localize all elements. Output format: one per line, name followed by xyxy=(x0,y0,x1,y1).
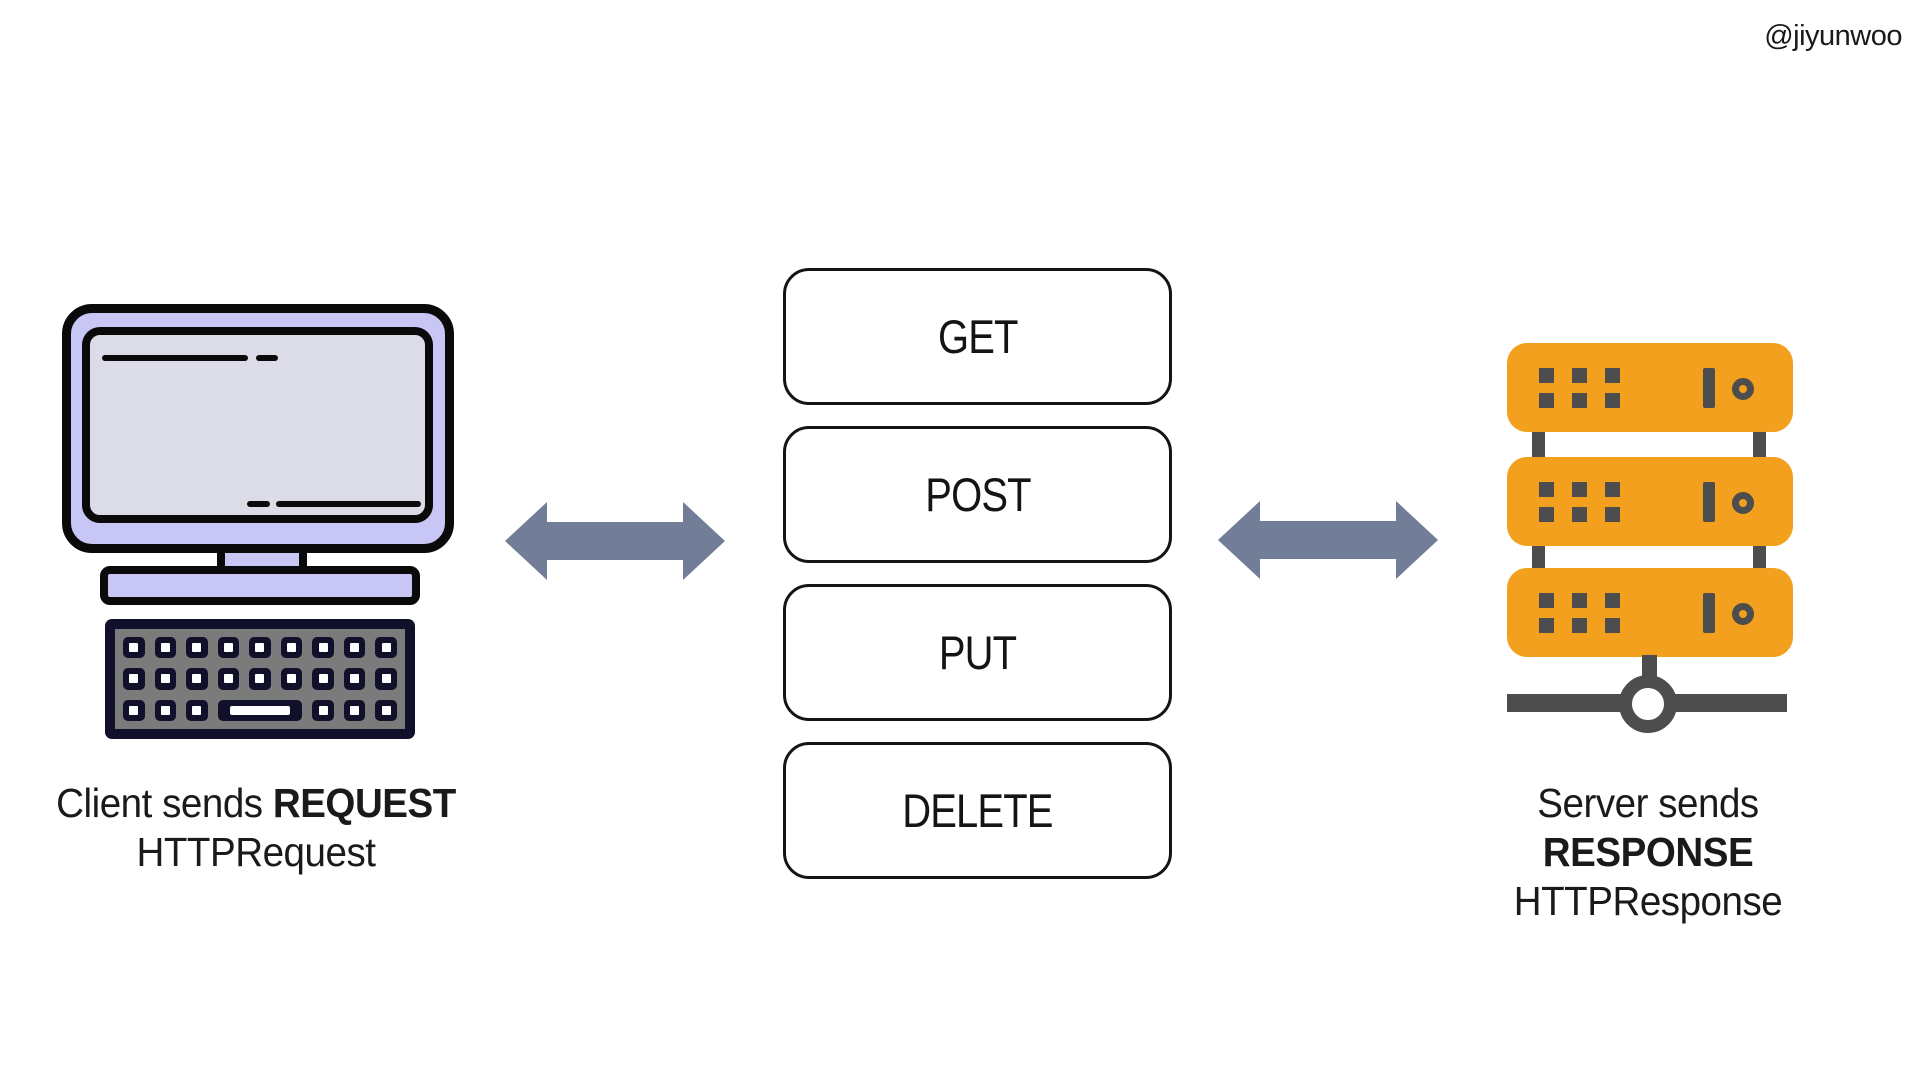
keyboard-key xyxy=(312,668,334,690)
server-slot xyxy=(1703,368,1715,408)
keyboard-key xyxy=(249,637,271,659)
vent-square xyxy=(1572,393,1587,408)
keyboard-key xyxy=(375,668,397,690)
network-node-circle xyxy=(1619,675,1677,733)
network-stem xyxy=(1642,655,1657,681)
keyboard-key xyxy=(375,637,397,659)
keyboard-key xyxy=(123,668,145,690)
method-box-put: PUT xyxy=(783,584,1172,721)
vent-square xyxy=(1539,507,1554,522)
vent-square xyxy=(1539,593,1554,608)
server-rack-icon xyxy=(1507,343,1793,733)
screen-text-line xyxy=(276,501,421,507)
server-slot xyxy=(1703,482,1715,522)
vent-square xyxy=(1572,618,1587,633)
method-box-get: GET xyxy=(783,268,1172,405)
server-vents xyxy=(1539,593,1620,633)
client-caption-bold: REQUEST xyxy=(272,780,456,826)
vent-square xyxy=(1539,618,1554,633)
keyboard-icon xyxy=(105,619,415,739)
keyboard-key xyxy=(343,637,366,659)
server-caption-line2: HTTPResponse xyxy=(1513,878,1783,924)
monitor-bezel xyxy=(62,304,454,553)
vent-square xyxy=(1539,393,1554,408)
server-caption: Server sends RESPONSE HTTPResponse xyxy=(1432,779,1864,926)
keyboard-key xyxy=(154,699,177,721)
double-arrow-icon xyxy=(505,502,725,580)
method-label-put: PUT xyxy=(938,626,1017,679)
keyboard-key xyxy=(217,668,240,690)
keyboard-key xyxy=(343,668,366,690)
vent-square xyxy=(1539,482,1554,497)
monitor-screen xyxy=(82,327,433,523)
method-label-get: GET xyxy=(937,310,1018,363)
keyboard-key xyxy=(154,668,177,690)
monitor-stand-base xyxy=(100,566,420,605)
server-caption-normal: Server sends xyxy=(1537,780,1759,826)
keyboard-key xyxy=(186,637,208,659)
client-caption-line2: HTTPRequest xyxy=(136,829,376,875)
server-unit xyxy=(1507,343,1793,432)
keyboard-spacebar xyxy=(217,699,303,721)
screen-text-line xyxy=(256,355,278,361)
server-led-ring xyxy=(1732,378,1754,400)
keyboard-key xyxy=(154,637,177,659)
server-slot xyxy=(1703,593,1715,633)
server-unit xyxy=(1507,457,1793,546)
vent-square xyxy=(1605,368,1620,383)
keyboard-key xyxy=(186,699,208,721)
client-caption-line1: Client sends REQUEST xyxy=(40,779,472,828)
server-led-ring xyxy=(1732,603,1754,625)
keyboard-key xyxy=(343,699,366,721)
keyboard-key xyxy=(123,637,145,659)
keyboard-key xyxy=(123,699,145,721)
vent-square xyxy=(1605,593,1620,608)
server-unit xyxy=(1507,568,1793,657)
vent-square xyxy=(1572,368,1587,383)
vent-square xyxy=(1605,482,1620,497)
server-vents xyxy=(1539,368,1620,408)
vent-square xyxy=(1605,507,1620,522)
vent-square xyxy=(1605,618,1620,633)
keyboard-key xyxy=(312,637,334,659)
keyboard-key xyxy=(280,668,303,690)
server-caption-line1: Server sends RESPONSE xyxy=(1432,779,1864,877)
keyboard-key xyxy=(217,637,240,659)
server-vents xyxy=(1539,482,1620,522)
keyboard-key xyxy=(249,668,271,690)
screen-text-line xyxy=(102,355,248,361)
method-label-post: POST xyxy=(924,468,1031,521)
watermark-credit: @jiyunwoo xyxy=(1764,20,1902,52)
screen-text-line xyxy=(247,501,270,507)
keyboard-key xyxy=(280,637,303,659)
keyboard-key xyxy=(186,668,208,690)
keyboard-key xyxy=(375,699,397,721)
vent-square xyxy=(1572,482,1587,497)
vent-square xyxy=(1539,368,1554,383)
vent-square xyxy=(1572,507,1587,522)
client-caption: Client sends REQUEST HTTPRequest xyxy=(40,779,472,877)
vent-square xyxy=(1572,593,1587,608)
method-label-delete: DELETE xyxy=(902,784,1053,837)
server-led-ring xyxy=(1732,492,1754,514)
double-arrow-icon xyxy=(1218,501,1438,579)
vent-square xyxy=(1605,393,1620,408)
client-caption-normal: Client sends xyxy=(56,780,273,826)
method-box-post: POST xyxy=(783,426,1172,563)
method-box-delete: DELETE xyxy=(783,742,1172,879)
keyboard-key xyxy=(312,699,334,721)
server-caption-bold: RESPONSE xyxy=(1542,829,1754,875)
